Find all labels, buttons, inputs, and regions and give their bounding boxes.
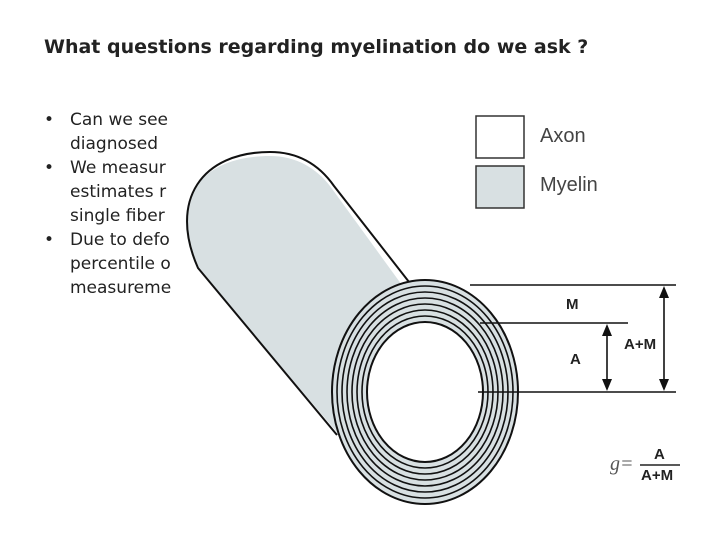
bullet-item: • Can we see diagnosed [44, 108, 464, 156]
label-a-plus-m: A+M [624, 336, 656, 353]
formula-lhs: g= [610, 453, 634, 475]
measurement-lines [470, 284, 676, 393]
cylinder-outline [186, 150, 496, 436]
bullet-item: • Due to defo percentile o measureme [44, 228, 464, 300]
formula-numerator: A [654, 446, 665, 463]
legend-axon-label: Axon [540, 125, 586, 147]
measurement-arrowheads [602, 286, 669, 391]
bullet-line: diagnosed [70, 134, 159, 154]
slide-title: What questions regarding myelination do … [44, 36, 589, 58]
axon-cross-section [366, 321, 484, 463]
bullet-line: single fiber [70, 206, 165, 226]
legend-myelin-swatch [475, 165, 525, 209]
formula-denominator: A+M [641, 467, 673, 484]
label-a: A [570, 351, 581, 368]
bullet-line: Due to defo [70, 230, 170, 250]
bullet-line: percentile o [70, 254, 171, 274]
legend-myelin-label: Myelin [540, 174, 598, 196]
bullet-symbol: • [44, 110, 55, 130]
label-m: M [566, 296, 579, 313]
bullet-list: • Can we see diagnosed • We measur estim… [44, 108, 464, 300]
bullet-symbol: • [44, 158, 55, 178]
bullet-line: Can we see [70, 110, 169, 130]
bullet-item: • We measur estimates r single fiber [44, 156, 464, 228]
bullet-line: measureme [70, 278, 172, 298]
bullet-line: estimates r [70, 182, 167, 202]
bullet-symbol: • [44, 230, 55, 250]
legend-axon-swatch [475, 115, 525, 159]
bullet-line: We measur [70, 158, 166, 178]
